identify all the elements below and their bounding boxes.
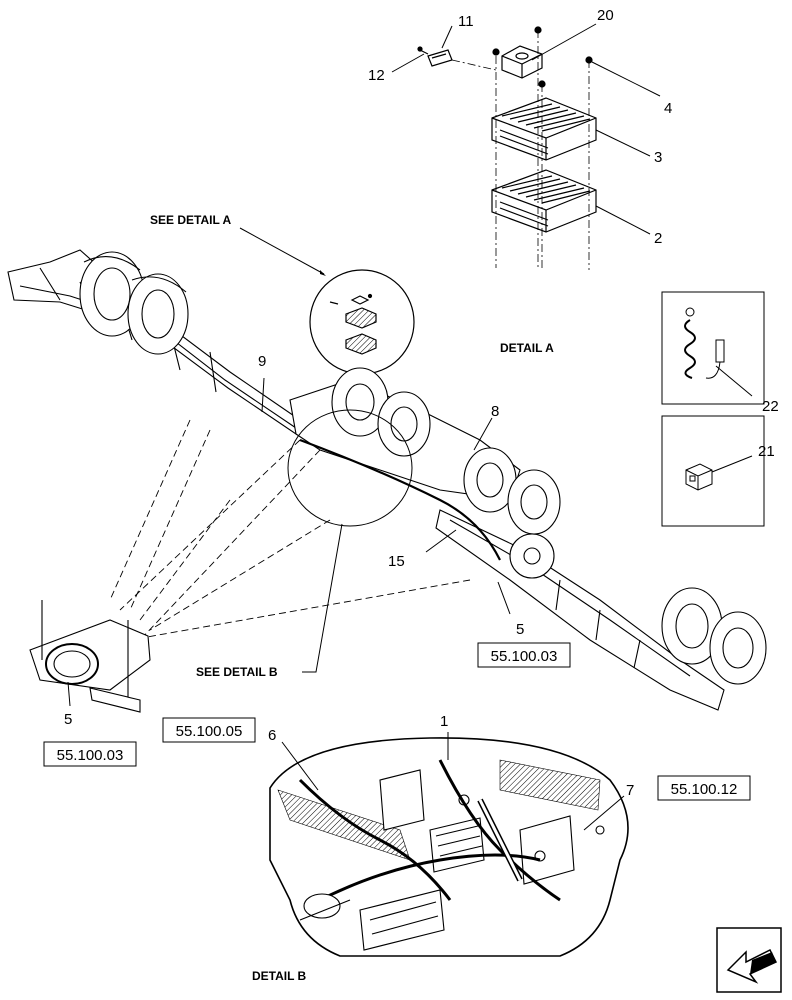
detail-a-exploded-parts (417, 26, 597, 270)
hitch-assembly (29, 600, 151, 713)
callout-12: 12 (368, 67, 385, 84)
detail-a-label: DETAIL A (500, 341, 554, 355)
callout-5-left: 5 (64, 711, 72, 728)
callout-3: 3 (654, 149, 662, 166)
section-labels: SEE DETAIL A SEE DETAIL B DETAIL A DETAI… (150, 213, 554, 983)
see-detail-b-label: SEE DETAIL B (196, 665, 278, 679)
arrow-icon[interactable] (716, 927, 782, 993)
machine-frame-assembly (7, 249, 767, 713)
detail-22-box (661, 291, 765, 405)
callout-leaders (67, 23, 753, 831)
reference-box-55-100-05[interactable]: 55.100.05 (162, 717, 256, 743)
callout-22: 22 (762, 398, 779, 415)
detail-a-circle-inset (309, 269, 415, 375)
callout-1: 1 (440, 713, 448, 730)
detail-b-label: DETAIL B (252, 969, 307, 983)
callout-5-right: 5 (516, 621, 524, 638)
callout-7: 7 (626, 782, 634, 799)
callout-20: 20 (597, 7, 614, 24)
relay-box-part-20 (492, 26, 546, 88)
left-wing-wheels (79, 251, 189, 355)
callout-numbers: 11 20 12 4 3 2 9 8 15 5 5 22 21 1 6 7 (64, 7, 779, 799)
callout-2: 2 (654, 230, 662, 247)
reference-text: 55.100.05 (176, 723, 243, 740)
callout-9: 9 (258, 353, 266, 370)
connector-part-11 (417, 46, 453, 67)
callout-11: 11 (458, 13, 474, 30)
reference-box-55-100-03-right[interactable]: 55.100.03 (477, 642, 571, 668)
see-detail-a-label: SEE DETAIL A (150, 213, 231, 227)
reference-box-55-100-12[interactable]: 55.100.12 (657, 775, 751, 801)
reference-text: 55.100.12 (671, 781, 738, 798)
callout-6: 6 (268, 727, 276, 744)
detail-b-view (269, 737, 629, 957)
center-wheels (331, 367, 561, 535)
grid-part-2 (491, 169, 597, 233)
detail-a-leader (239, 227, 325, 275)
reference-text: 55.100.03 (491, 648, 558, 665)
grid-part-3 (491, 97, 597, 161)
callout-21: 21 (758, 443, 775, 460)
callout-8: 8 (491, 403, 499, 420)
detail-21-box (661, 415, 765, 527)
reference-box-55-100-03-left[interactable]: 55.100.03 (43, 741, 137, 767)
reference-text: 55.100.03 (57, 747, 124, 764)
callout-15: 15 (388, 553, 405, 570)
right-wing-wheels (661, 587, 767, 685)
reference-boxes: 55.100.03 55.100.03 55.100.05 55.100.12 (43, 642, 751, 801)
callout-4: 4 (664, 100, 672, 117)
